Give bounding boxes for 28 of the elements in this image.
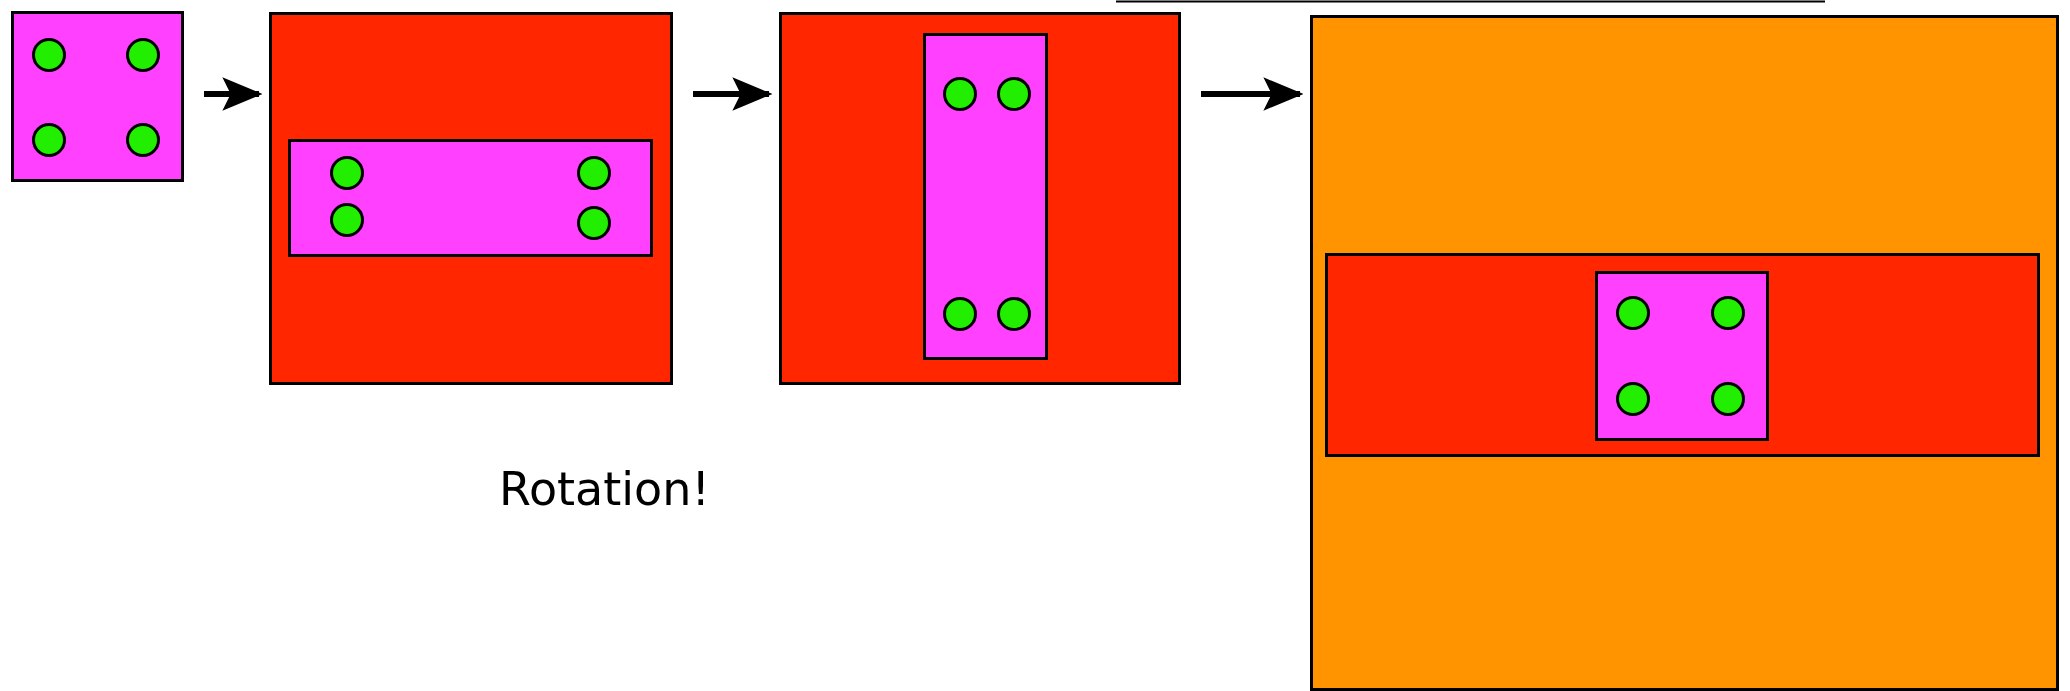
outer-rectangle [269, 12, 673, 385]
arrow [204, 77, 263, 111]
dot [997, 297, 1031, 331]
dot [330, 156, 364, 190]
dot [1616, 296, 1650, 330]
dot [126, 123, 160, 157]
dot [1711, 296, 1745, 330]
dot [577, 156, 611, 190]
outer-rectangle [1310, 15, 2059, 691]
dot [997, 77, 1031, 111]
outer-rectangle [779, 12, 1181, 385]
inner-rectangle [923, 33, 1048, 360]
caption-text: Rotation! [499, 462, 710, 516]
inner-rectangle [288, 139, 653, 257]
arrow [693, 77, 773, 111]
inner-rectangle [1595, 271, 1769, 441]
dot [943, 77, 977, 111]
dot [943, 297, 977, 331]
outer-rectangle [11, 11, 184, 182]
inner-rectangle [1325, 253, 2040, 457]
dot [1616, 382, 1650, 416]
arrow [1201, 77, 1304, 111]
dot [32, 38, 66, 72]
dot [577, 206, 611, 240]
dot [1711, 382, 1745, 416]
dot [32, 123, 66, 157]
dot [330, 203, 364, 237]
dot [126, 38, 160, 72]
